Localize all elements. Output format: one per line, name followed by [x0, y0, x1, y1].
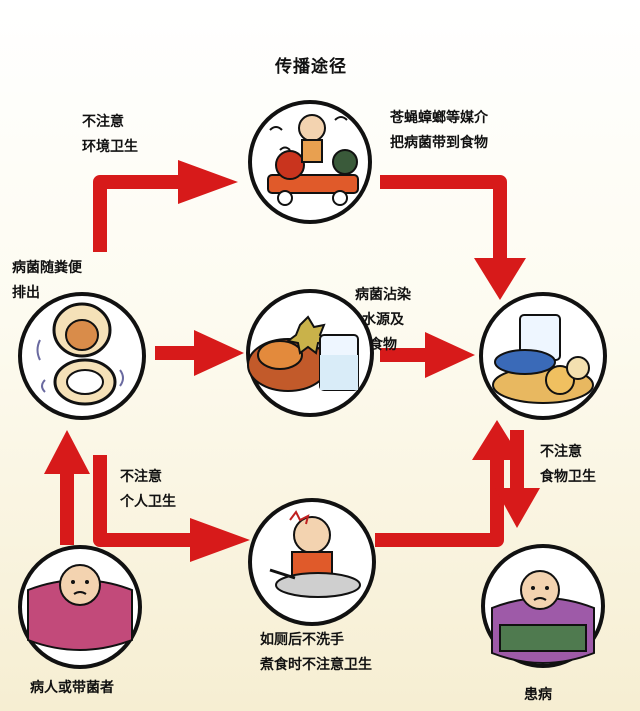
contaminated-water-food-illustration — [246, 289, 374, 417]
arrow-flies-to-food — [380, 175, 507, 262]
arrow-food-to-sick — [510, 430, 524, 490]
label-patient-carrier: 病人或带菌者 — [30, 680, 114, 696]
unwashed-hands-cooking-illustration — [248, 498, 376, 626]
arrowhead-to-food-top — [474, 258, 526, 300]
label-environment-hygiene: 不注意 环境卫生 — [82, 114, 138, 155]
arrowhead-to-food-mid — [425, 332, 475, 378]
label-food-hygiene: 不注意 食物卫生 — [540, 444, 596, 485]
arrowhead-to-water — [194, 330, 244, 376]
arrow-toilet-to-hands — [93, 455, 192, 547]
sick-person-illustration — [481, 544, 605, 668]
arrow-water-to-food — [380, 348, 428, 362]
diagram-title: 传播途径 — [275, 57, 347, 77]
label-personal-hygiene: 不注意 个人卫生 — [120, 469, 176, 510]
label-sick: 患病 — [524, 687, 552, 703]
arrow-toilet-to-water — [155, 346, 197, 360]
toilet-illustration — [18, 292, 146, 420]
flies-on-food-illustration — [248, 100, 372, 224]
arrowhead-to-flies — [178, 160, 238, 204]
label-contaminate-water-food: 病菌沾染 水源及 食物 — [355, 287, 411, 353]
arrow-hands-to-food — [375, 455, 504, 547]
arrowhead-to-toilet — [44, 430, 90, 474]
patient-carrier-illustration — [18, 545, 142, 669]
arrow-patient-to-toilet — [60, 470, 74, 545]
food-plate-illustration — [479, 292, 607, 420]
label-flies-vectors: 苍蝇蟑螂等媒介 把病菌带到食物 — [390, 110, 488, 151]
label-handwashing-cooking: 如厕后不洗手 煮食时不注意卫生 — [260, 632, 372, 673]
arrowhead-to-hands — [190, 518, 250, 562]
arrowhead-to-food-bottom — [472, 420, 522, 460]
label-bacteria-excreted: 病菌随粪便 排出 — [12, 260, 82, 301]
arrow-toilet-to-flies — [93, 175, 180, 252]
arrowhead-to-sick — [495, 488, 540, 528]
